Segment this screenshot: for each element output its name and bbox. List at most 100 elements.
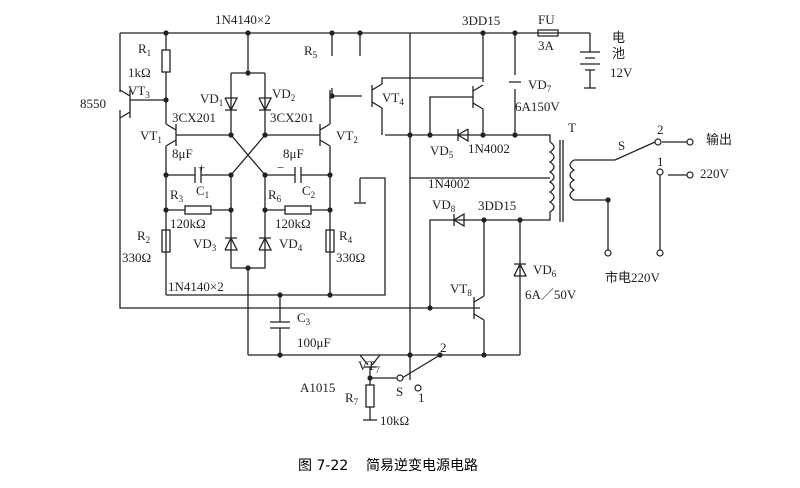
junction-dot <box>427 305 433 311</box>
label-c2-minus: − <box>277 160 284 175</box>
label-r7-val: 10kΩ <box>380 413 409 428</box>
label-r3-val: 120kΩ <box>170 216 206 231</box>
label-c2: C2 <box>302 183 315 200</box>
label-battery2: 池 <box>612 46 625 61</box>
label-r2-val: 330Ω <box>122 250 151 265</box>
junction-dot <box>367 375 373 381</box>
label-mains: 市电220V <box>605 270 661 285</box>
diode-vd8 <box>452 212 465 228</box>
label-vd2: VD2 <box>272 86 295 103</box>
junction-dot <box>481 352 487 358</box>
terminal <box>686 138 694 146</box>
label-top-diodes: 1N4140×2 <box>215 12 271 27</box>
label-switch-s: S <box>618 138 625 153</box>
label-r5: R5 <box>304 43 318 60</box>
terminal <box>414 384 422 392</box>
diode-vd6 <box>513 220 528 355</box>
label-fu-val: 3A <box>538 38 555 53</box>
terminal <box>656 168 664 176</box>
junction-dot <box>437 352 443 358</box>
junction-dot <box>480 30 486 36</box>
label-vt2: VT2 <box>336 128 358 145</box>
junction-dot <box>262 132 268 138</box>
label-vd1: VD1 <box>200 91 223 108</box>
label-r4-val: 330Ω <box>336 250 365 265</box>
label-battery-val: 12V <box>610 65 633 80</box>
junction-dot <box>327 207 333 213</box>
resistor-r1 <box>161 49 171 73</box>
label-vt3-type: 8550 <box>80 96 106 111</box>
label-r4: R4 <box>339 228 353 245</box>
terminal <box>686 171 694 179</box>
junction-dot <box>277 352 283 358</box>
label-r1-val: 1kΩ <box>128 65 151 80</box>
label-sw2-1: 1 <box>418 390 425 405</box>
label-vd6: VD6 <box>533 262 557 279</box>
junction-dot <box>357 30 363 36</box>
junction-dots <box>163 30 694 392</box>
junction-dot <box>329 93 335 99</box>
label-vt7-type: A1015 <box>300 380 335 395</box>
label-output: 输出 <box>706 132 732 147</box>
label-bottom-diodes: 1N4140×2 <box>168 279 224 294</box>
figure-number: 图 7-22 <box>298 458 349 474</box>
label-vd4: VD4 <box>279 236 303 253</box>
label-vt4: VT4 <box>382 90 404 107</box>
junction-dot <box>277 292 283 298</box>
label-sw2-s: S <box>396 384 403 399</box>
label-vt3: VT3 <box>128 83 150 100</box>
junction-dot <box>163 30 169 36</box>
label-r6: R6 <box>268 187 282 204</box>
label-vd5-type: 1N4002 <box>468 141 510 156</box>
label-c1: C1 <box>196 183 209 200</box>
label-sw2-2: 2 <box>440 340 447 355</box>
junction-dot <box>245 265 251 271</box>
figure-caption: 图 7-22 简易逆变电源电路 <box>298 455 478 475</box>
diode-vd2 <box>258 97 273 112</box>
diode-vd3 <box>224 236 239 251</box>
wires <box>119 29 690 421</box>
junction-dot <box>481 217 487 223</box>
label-switch-1: 1 <box>657 154 664 169</box>
label-vt7: VT7 <box>358 358 380 375</box>
junction-dot <box>327 292 333 298</box>
label-r7: R7 <box>345 390 359 407</box>
label-transformer: T <box>568 120 576 135</box>
junction-dot <box>605 197 611 203</box>
figure-title: 简易逆变电源电路 <box>366 458 479 474</box>
label-battery: 电 <box>612 30 625 45</box>
junction-dot <box>262 172 268 178</box>
junction-dot <box>163 207 169 213</box>
label-vt5-type: 3DD15 <box>462 13 500 28</box>
junction-dot <box>329 30 335 36</box>
junction-dot <box>512 30 518 36</box>
label-vt1-type: 3CX201 <box>172 110 216 125</box>
label-vt1: VT1 <box>140 128 162 145</box>
label-vd8: VD8 <box>432 197 456 214</box>
label-c3-val: 100μF <box>297 335 331 350</box>
junction-dot <box>228 172 234 178</box>
junction-dot <box>262 207 268 213</box>
label-c1-plus: + <box>198 160 205 175</box>
label-vd7: VD7 <box>528 77 552 94</box>
junction-dot <box>517 217 523 223</box>
label-vt8-type: 3DD15 <box>478 198 516 213</box>
terminal <box>656 249 664 257</box>
label-c1-val: 8μF <box>172 146 193 161</box>
fuse <box>537 29 559 37</box>
label-vd5: VD5 <box>430 143 454 160</box>
label-ac-220: 220V <box>700 166 730 181</box>
label-r6-val: 120kΩ <box>275 216 311 231</box>
junction-dot <box>163 172 169 178</box>
label-fu: FU <box>538 12 555 27</box>
junction-dot <box>163 97 169 103</box>
junction-dot <box>327 172 333 178</box>
junction-dot <box>480 132 486 138</box>
label-vd6-val: 6A／50V <box>525 287 577 302</box>
label-c3: C3 <box>297 310 311 327</box>
diode-vd1 <box>224 97 239 112</box>
label-vd8-type: 1N4002 <box>428 176 470 191</box>
label-c2-val: 8μF <box>283 146 304 161</box>
